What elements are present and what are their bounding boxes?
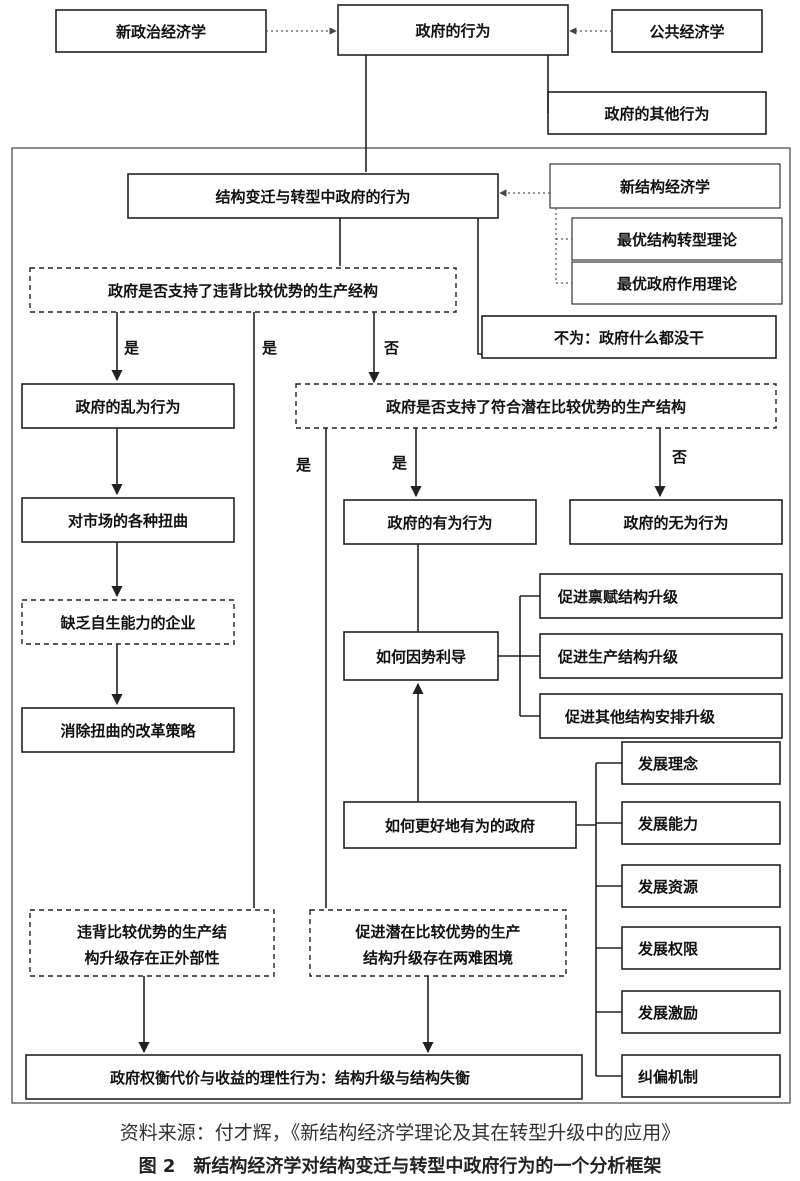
resources-text: 发展资源 — [637, 878, 698, 896]
other-behavior-text: 政府的其他行为 — [604, 105, 709, 123]
dilemma-line2: 结构升级存在两难困境 — [363, 949, 513, 967]
inaction-text: 不为：政府什么都没干 — [554, 329, 704, 347]
passive-box — [569, 499, 783, 545]
question-conform-box — [295, 383, 777, 429]
concept-box — [621, 741, 781, 785]
edge-better-dimensions — [576, 762, 622, 1077]
label-no-1: 否 — [383, 339, 399, 357]
authority-box — [621, 926, 781, 970]
guide-text: 如何因势利导 — [376, 648, 466, 666]
outer-frame — [11, 147, 791, 1104]
new-political-economy-text: 新政治经济学 — [116, 23, 206, 41]
label-no-2: 否 — [671, 448, 687, 466]
incentive-text: 发展激励 — [637, 1004, 698, 1022]
better-gov-text: 如何更好地有为的政府 — [385, 817, 535, 835]
government-behavior-text: 政府的行为 — [415, 22, 490, 40]
effective-box — [343, 499, 537, 545]
question-conform-text: 政府是否支持了符合潜在比较优势的生产结构 — [386, 398, 686, 416]
dilemma-box — [309, 909, 567, 977]
correction-box — [621, 1054, 781, 1098]
framework-diagram: 新政治经济学 政府的行为 公共经济学 政府的其他行为 结构变迁与转型中政府的行为… — [11, 4, 791, 1104]
other-arrange-box — [539, 693, 783, 739]
figure-title: 新结构经济学对结构变迁与转型中政府行为的一个分析框架 — [193, 1156, 662, 1177]
distortion-box — [21, 497, 235, 543]
violate-externality-line1: 违背比较优势的生产结 — [77, 923, 227, 941]
resources-box — [621, 864, 781, 908]
edge-nse-theories — [555, 208, 572, 284]
government-behavior-box — [337, 4, 569, 56]
reform-text: 消除扭曲的改革策略 — [60, 722, 196, 740]
other-behavior-box — [547, 91, 767, 135]
capacity-box — [621, 801, 781, 845]
other-arrange-text: 促进其他结构安排升级 — [564, 708, 716, 726]
distortion-text: 对市场的各种扭曲 — [68, 512, 188, 530]
new-structural-econ-text: 新结构经济学 — [620, 178, 710, 196]
disorderly-box — [21, 383, 235, 429]
violate-externality-line2: 构升级存在正外部性 — [84, 949, 219, 967]
transition-behavior-box — [127, 173, 499, 219]
guide-box — [343, 631, 499, 681]
violate-externality-box — [29, 909, 275, 977]
figure-number: 图 2 — [138, 1156, 176, 1177]
label-yes-4: 是 — [391, 454, 408, 472]
nonviable-box — [21, 599, 235, 645]
tradeoff-box — [25, 1054, 583, 1100]
endowment-box — [539, 573, 783, 619]
new-political-economy-box — [55, 9, 267, 53]
question-violate-text: 政府是否支持了违背比较优势的生产经构 — [108, 282, 378, 300]
edge-transition-to-inaction — [477, 218, 482, 355]
public-economics-text: 公共经济学 — [649, 23, 724, 41]
label-yes-3: 是 — [295, 456, 312, 474]
capacity-text: 发展能力 — [637, 815, 698, 833]
question-violate-box — [29, 267, 457, 313]
production-text: 促进生产结构升级 — [557, 648, 679, 666]
optimal-role-box — [571, 261, 783, 305]
effective-text: 政府的有为行为 — [387, 514, 492, 532]
correction-text: 纠偏机制 — [638, 1068, 698, 1086]
concept-text: 发展理念 — [637, 755, 698, 773]
source-note: 资料来源：付才辉，《新结构经济学理论及其在转型升级中的应用》 — [119, 1122, 681, 1144]
incentive-box — [621, 990, 781, 1034]
disorderly-text: 政府的乱为行为 — [75, 398, 180, 416]
edge-guide-upgrades — [498, 595, 540, 717]
inaction-box — [481, 315, 777, 359]
new-structural-econ-box — [549, 163, 781, 209]
production-box — [539, 633, 783, 679]
authority-text: 发展权限 — [637, 940, 698, 958]
endowment-text: 促进禀赋结构升级 — [557, 588, 679, 606]
public-economics-box — [611, 9, 763, 53]
optimal-transform-text: 最优结构转型理论 — [617, 231, 738, 249]
optimal-role-text: 最优政府作用理论 — [617, 275, 738, 293]
transition-behavior-text: 结构变迁与转型中政府的行为 — [215, 188, 410, 206]
figure-caption: 图 2 新结构经济学对结构变迁与转型中政府行为的一个分析框架 — [0, 1152, 800, 1178]
label-yes-1: 是 — [123, 339, 140, 357]
label-yes-2: 是 — [261, 339, 278, 357]
nonviable-text: 缺乏自生能力的企业 — [59, 614, 195, 632]
tradeoff-text: 政府权衡代价与收益的理性行为：结构升级与结构失衡 — [110, 1069, 470, 1087]
reform-box — [21, 707, 235, 753]
dilemma-line1: 促进潜在比较优势的生产 — [354, 923, 520, 941]
passive-text: 政府的无为行为 — [623, 514, 728, 532]
